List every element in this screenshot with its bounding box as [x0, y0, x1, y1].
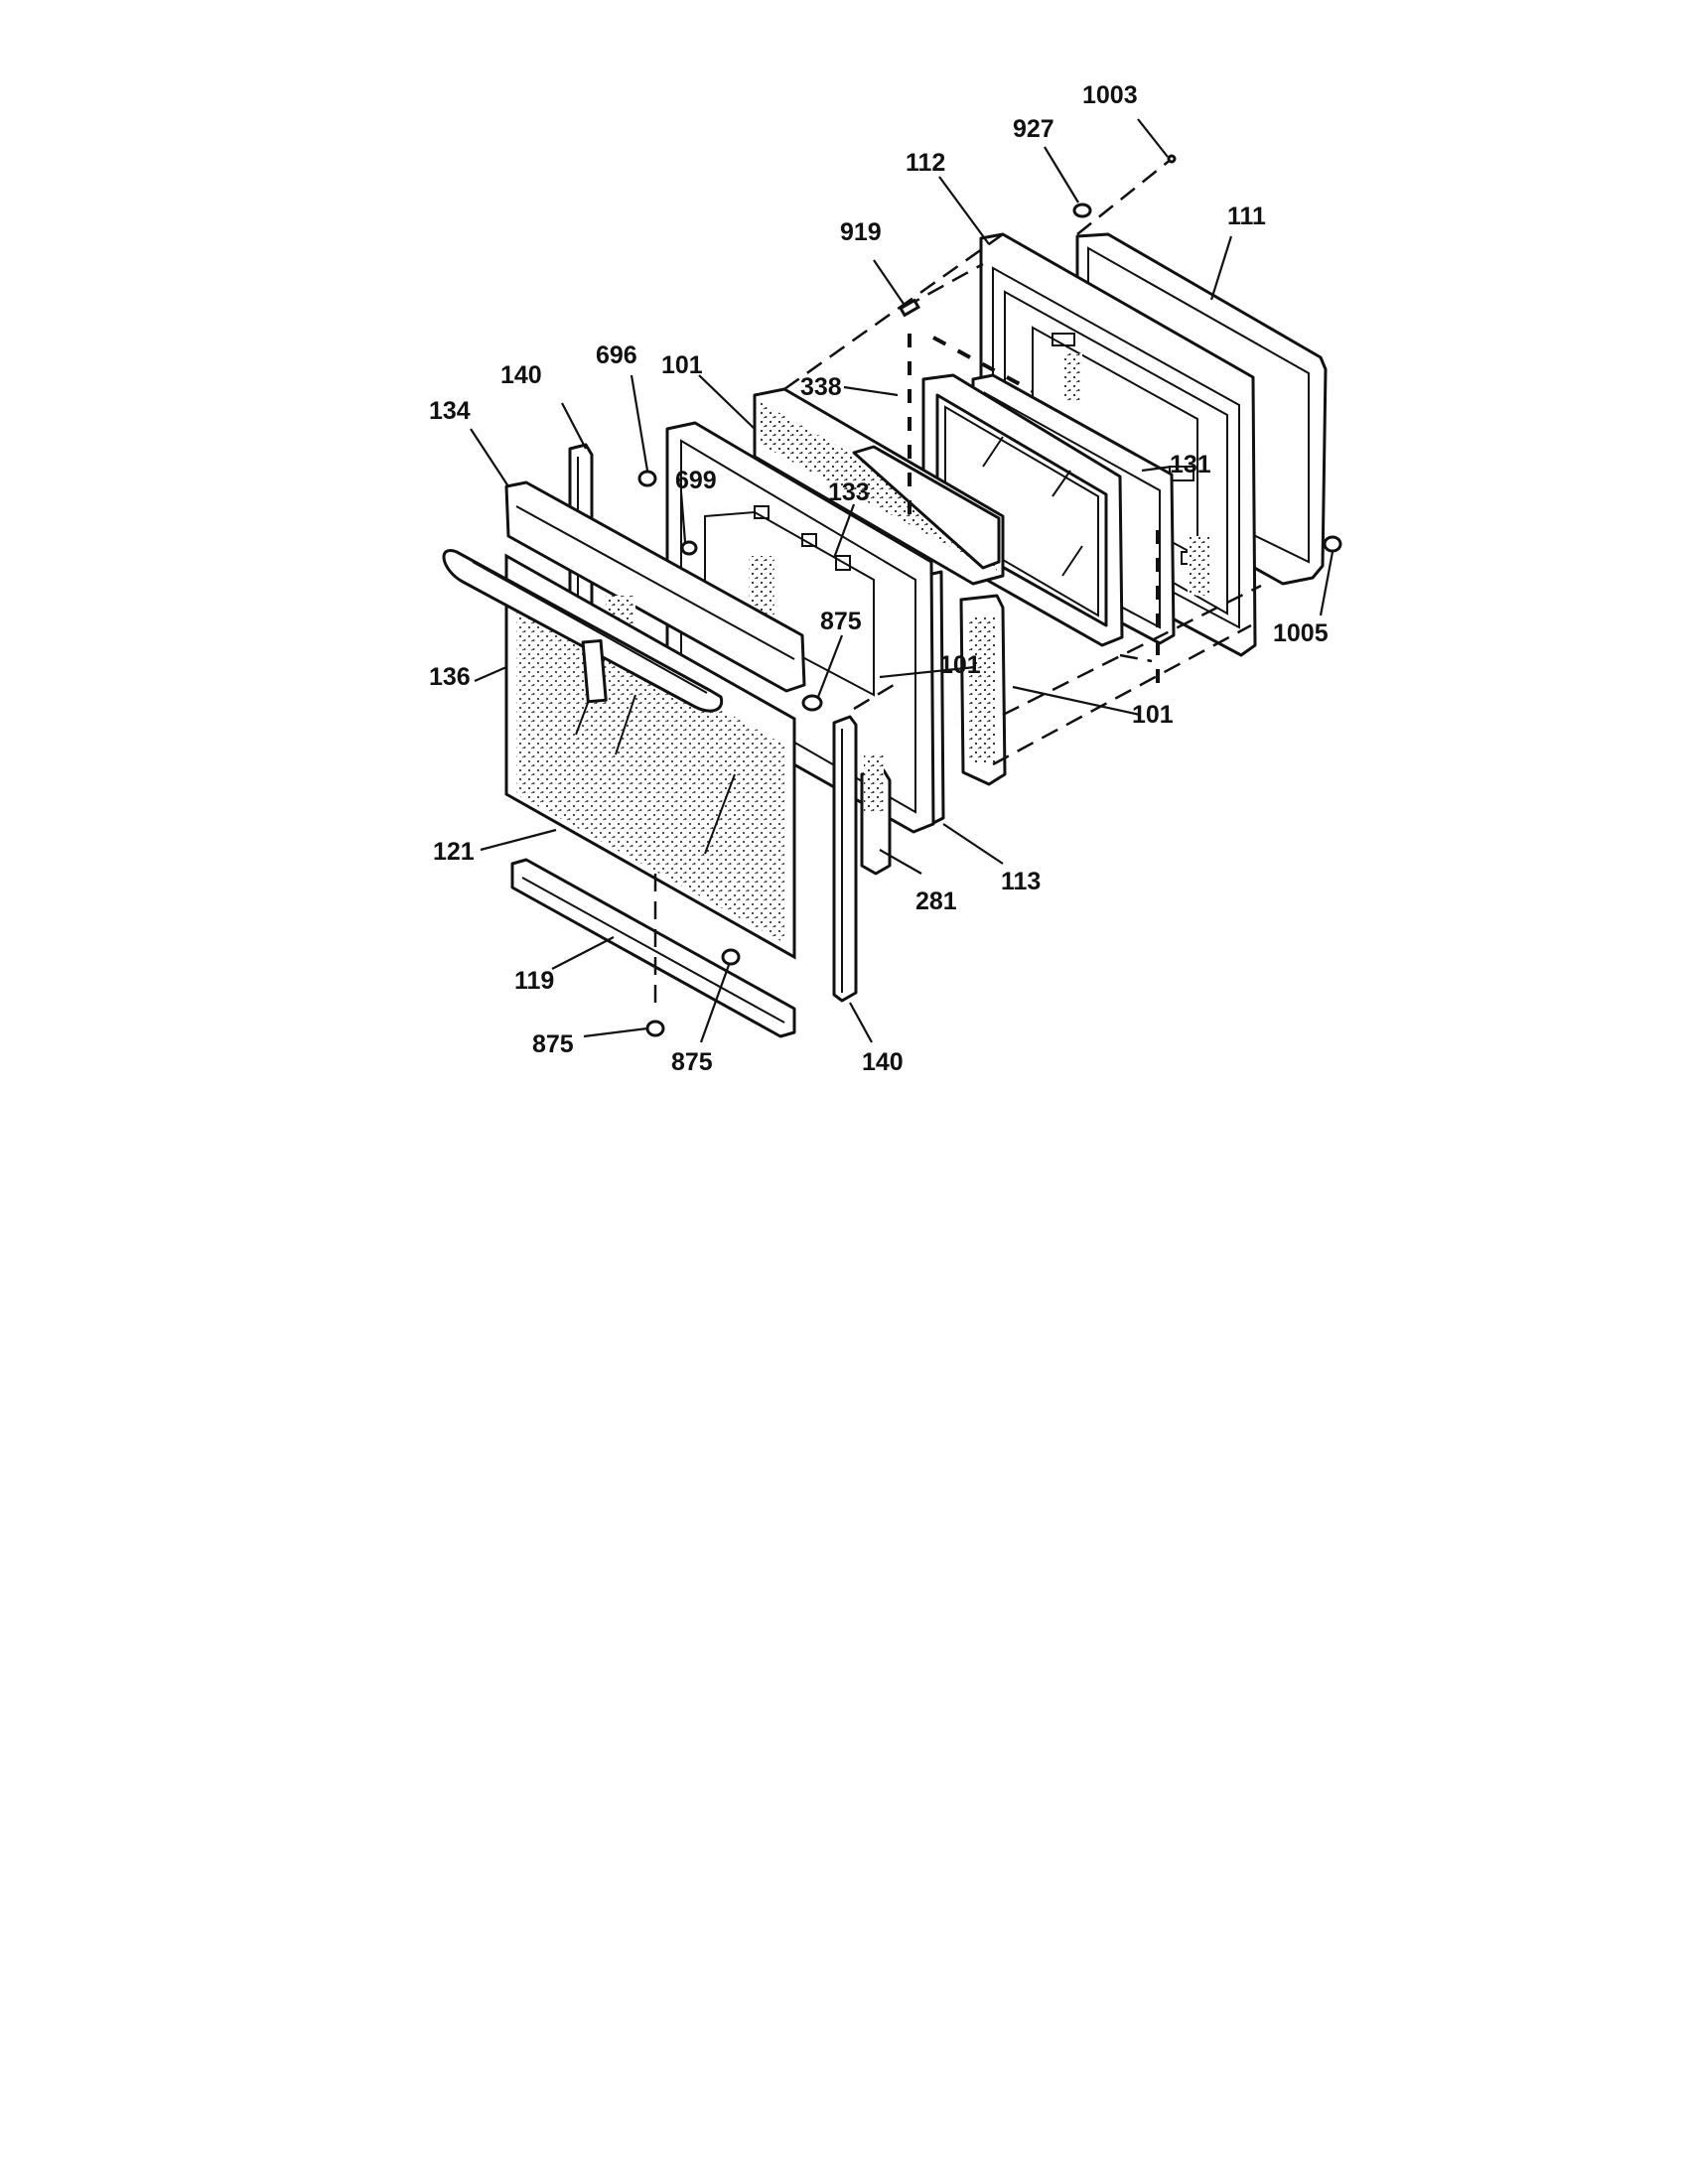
callout-101-right-lower: 101	[1132, 701, 1174, 729]
fasteners	[637, 154, 1342, 1037]
front-glass-part-121	[504, 553, 796, 960]
screw-875-top	[801, 694, 823, 712]
screw-1005	[1323, 535, 1342, 553]
callout-labels: 1003 927 112 111 919 696 101 338 140 134…	[429, 81, 1329, 1076]
callout-112: 112	[906, 149, 945, 177]
washer-927	[1072, 203, 1092, 218]
insulation-part-101	[753, 387, 1005, 586]
callout-1003: 1003	[1082, 81, 1138, 109]
callout-101-top: 101	[661, 351, 703, 379]
screw-875-bottom-left	[645, 1020, 665, 1037]
top-trim-part-134	[504, 480, 806, 693]
callout-140-bottom: 140	[862, 1048, 904, 1076]
callout-119: 119	[514, 967, 554, 995]
callout-131: 131	[1170, 451, 1211, 478]
callout-121: 121	[433, 838, 475, 866]
callout-134: 134	[429, 397, 471, 425]
callout-696: 696	[596, 341, 637, 369]
leader-lines	[470, 118, 1334, 1043]
callout-338: 338	[800, 373, 842, 401]
screw-875-bottom-right	[721, 948, 741, 966]
callout-1005: 1005	[1273, 619, 1329, 647]
callout-140-top: 140	[500, 361, 542, 389]
callout-136: 136	[429, 663, 471, 691]
callout-875-top: 875	[820, 608, 862, 635]
callout-927: 927	[1013, 115, 1054, 143]
callout-699: 699	[675, 467, 717, 494]
hinge-part-281	[860, 754, 892, 876]
side-channel-part-140-right	[832, 715, 858, 1003]
side-rail-part-113	[921, 570, 1007, 826]
screw-696	[637, 470, 657, 487]
callout-875-bottom-right: 875	[671, 1048, 713, 1076]
callout-101-right-upper: 101	[939, 651, 981, 679]
callout-875-bottom-left: 875	[532, 1030, 574, 1058]
callout-919: 919	[840, 218, 882, 246]
screw-1003	[1167, 154, 1177, 164]
callout-281: 281	[915, 887, 957, 915]
callout-133: 133	[828, 478, 870, 506]
assembly-guide-lines	[653, 158, 1262, 1013]
bottom-trim-part-119	[510, 858, 796, 1038]
screw-699	[680, 540, 698, 556]
callout-111: 111	[1227, 203, 1266, 230]
pin-919	[899, 298, 920, 318]
door-handle-part-136	[442, 549, 724, 713]
callout-113: 113	[1001, 868, 1041, 895]
